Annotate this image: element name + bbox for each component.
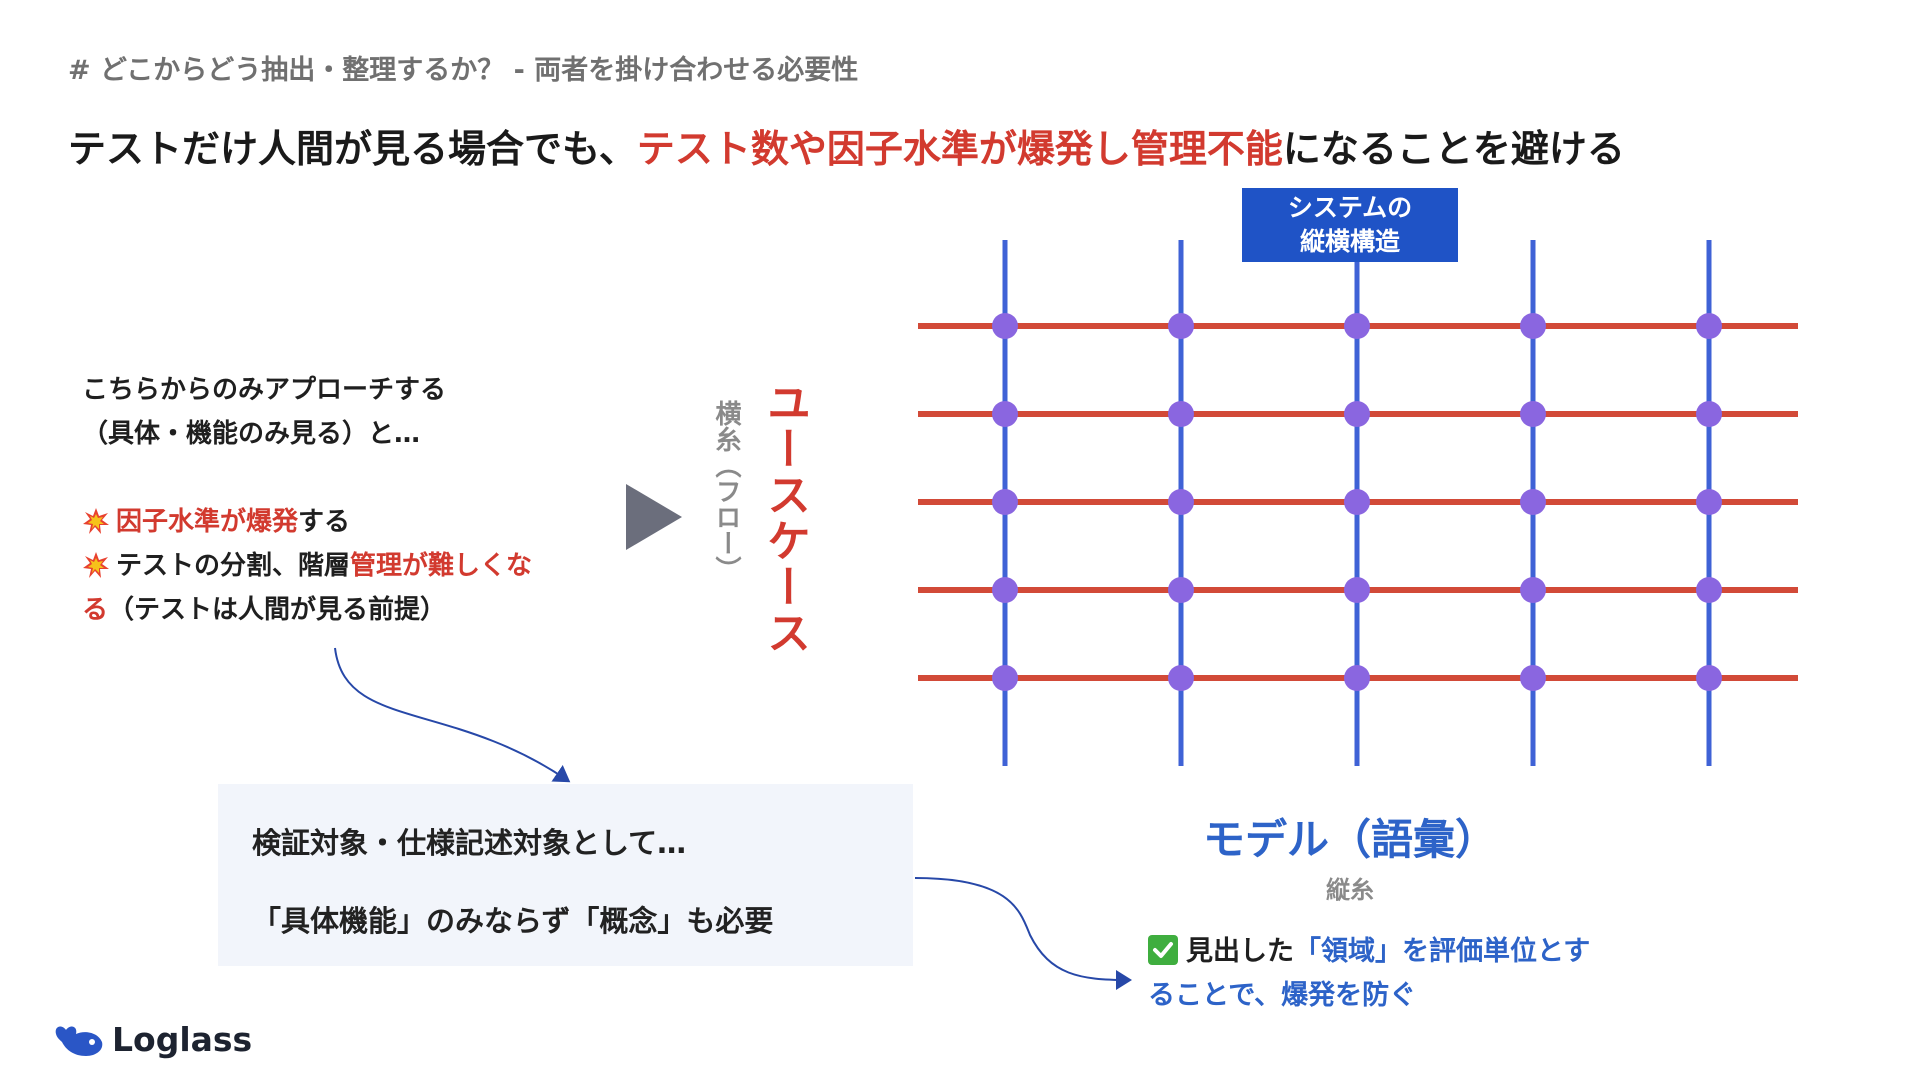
grid-title-box: システムの 縦横構造 [1242, 188, 1458, 262]
headline: テストだけ人間が見る場合でも、テスト数や因子水準が爆発し管理不能になることを避け… [68, 118, 1625, 173]
grid-node [992, 489, 1018, 515]
grid-node [992, 313, 1018, 339]
section-title: # どこからどう抽出・整理するか？ - 両者を掛け合わせる必要性 [68, 55, 859, 86]
brand-name: Loglass [112, 1020, 253, 1059]
grid-node [1696, 577, 1722, 603]
grid-node [1344, 577, 1370, 603]
problem-item-2-cont: る（テストは人間が見る前提） [82, 588, 602, 632]
grid-node [1168, 577, 1194, 603]
grid-node [1696, 665, 1722, 691]
result-highlight: 「領域」を評価単位とす [1294, 936, 1591, 967]
problem-item-2-highlight-b: る [82, 595, 109, 625]
check-mark-icon [1148, 935, 1178, 965]
approach-line-2: （具体・機能のみ見る）と… [82, 419, 421, 449]
headline-part-1: テストだけ人間が見る場合でも、 [68, 127, 637, 171]
grid-node [1696, 401, 1722, 427]
connector-curve-to-result [914, 877, 1132, 990]
grid-node [992, 401, 1018, 427]
problem-item-1-rest: する [298, 507, 351, 537]
problem-item-2: テストの分割、階層管理が難しくな [82, 544, 602, 588]
result-line-1: 見出した「領域」を評価単位とす [1148, 930, 1708, 974]
grid-node [1696, 489, 1722, 515]
grid-node [1168, 489, 1194, 515]
problem-item-1-highlight: 因子水準が爆発 [116, 507, 299, 537]
headline-part-3: になることを避ける [1282, 127, 1625, 171]
grid-title-line-2: 縦横構造 [1299, 227, 1400, 256]
collision-icon [82, 549, 110, 578]
usecase-axis-label: ユースケース [759, 380, 810, 656]
grid-node [1168, 401, 1194, 427]
result-statement: 見出した「領域」を評価単位とす ることで、爆発を防ぐ [1148, 930, 1708, 1018]
grid-node [1344, 489, 1370, 515]
play-arrow-icon [626, 484, 682, 550]
connector-curve-to-callout [334, 647, 571, 783]
grid-node [1168, 665, 1194, 691]
loglass-whale-logo [55, 1026, 103, 1056]
grid-node [1696, 313, 1722, 339]
grid-node [1168, 313, 1194, 339]
collision-icon [82, 505, 110, 534]
grid-node [992, 577, 1018, 603]
result-pre: 見出した [1186, 936, 1294, 967]
problem-item-2-pre: テストの分割、階層 [116, 551, 351, 581]
callout-line-1: 検証対象・仕様記述対象として… [252, 826, 687, 860]
flow-axis-label: 横糸（フロー） [711, 400, 741, 582]
problem-item-1: 因子水準が爆発する [82, 500, 602, 544]
grid-node [1520, 665, 1546, 691]
result-line-2: ることで、爆発を防ぐ [1148, 980, 1417, 1011]
grid-node [1520, 489, 1546, 515]
model-axis-label: モデル（語彙） [1202, 815, 1497, 864]
problem-item-2-rest: （テストは人間が見る前提） [108, 595, 447, 625]
grid-node [1344, 313, 1370, 339]
grid-node [1344, 401, 1370, 427]
model-axis-sublabel: 縦糸 [1326, 876, 1374, 904]
approach-description: こちらからのみアプローチする （具体・機能のみ見る）と… 因子水準が爆発する テ… [82, 368, 602, 632]
grid-node [992, 665, 1018, 691]
grid-node [1520, 577, 1546, 603]
headline-highlight: テスト数や因子水準が爆発し管理不能 [636, 127, 1283, 171]
grid-node [1344, 665, 1370, 691]
grid-node [1520, 313, 1546, 339]
brand-logo: Loglass [52, 1020, 252, 1060]
problem-item-2-highlight-a: 管理が難しくな [350, 551, 533, 581]
grid-title-line-1: システムの [1287, 193, 1413, 222]
grid-node [1520, 401, 1546, 427]
approach-line-1: こちらからのみアプローチする [82, 375, 447, 405]
callout-line-2: 「具体機能」のみならず「概念」も必要 [252, 904, 774, 938]
callout-box: 検証対象・仕様記述対象として… 「具体機能」のみならず「概念」も必要 [218, 784, 913, 966]
structure-grid [918, 240, 1798, 766]
